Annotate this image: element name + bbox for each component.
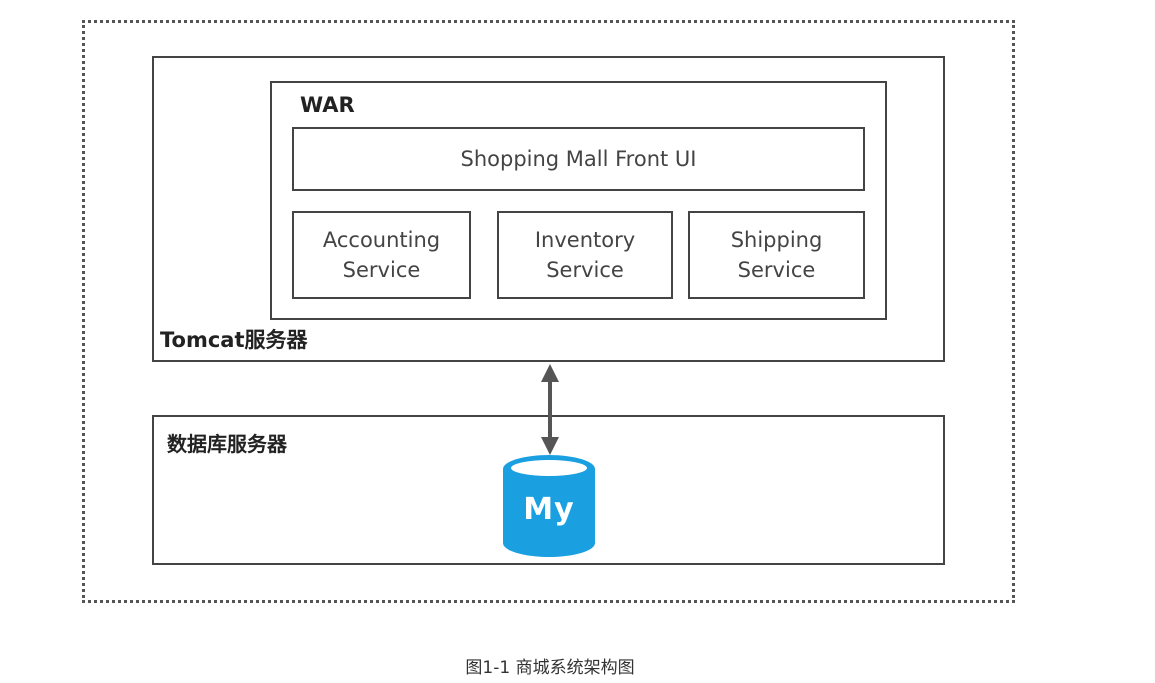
inventory-service-label: Inventory Service — [534, 228, 636, 282]
shipping-service-label: Shipping Service — [730, 228, 823, 282]
shipping-service-box: Shipping Service — [688, 211, 865, 299]
mysql-icon-text: My — [523, 492, 575, 527]
mysql-database-icon — [503, 455, 595, 557]
figure-caption: 图1-1 商城系统架构图 — [465, 658, 635, 678]
front-ui-box: Shopping Mall Front UI — [292, 127, 865, 191]
system-boundary — [82, 20, 1015, 603]
front-ui-label: Shopping Mall Front UI — [460, 147, 697, 171]
tomcat-label: Tomcat服务器 — [160, 328, 308, 352]
bidirectional-arrow-icon — [541, 364, 559, 455]
war-label: WAR — [300, 93, 355, 117]
database-server-label: 数据库服务器 — [167, 432, 287, 456]
accounting-service-label: Accounting Service — [322, 228, 441, 282]
accounting-service-box: Accounting Service — [292, 211, 471, 299]
inventory-service-box: Inventory Service — [497, 211, 673, 299]
